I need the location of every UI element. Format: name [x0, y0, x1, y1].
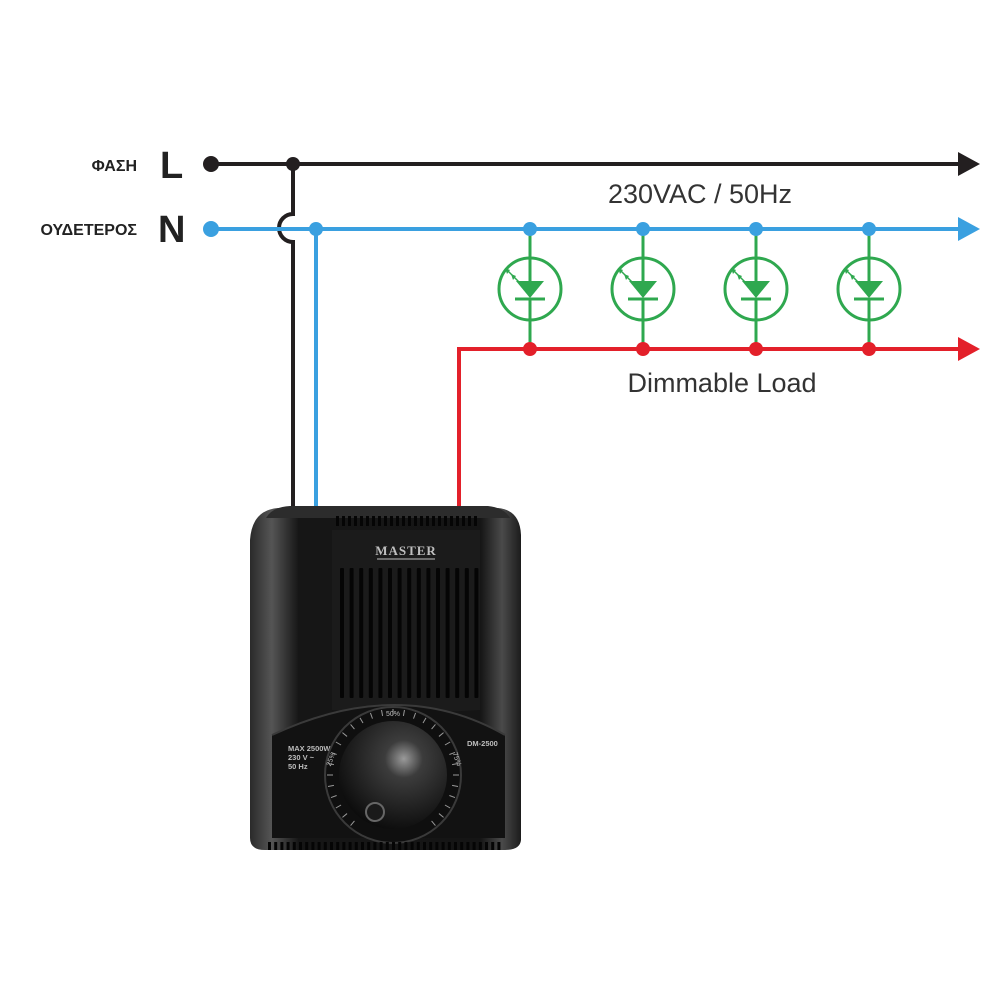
device-spec-power: MAX 2500W [288, 744, 331, 753]
phase-junction-dot [286, 157, 300, 171]
led-load-3 [723, 222, 789, 356]
led-load-junction-dot [862, 342, 876, 356]
phase-arrow-icon [958, 152, 980, 176]
led-diode-icon [629, 281, 657, 298]
led-load-2 [610, 222, 676, 356]
phase-letter-label: L [160, 145, 183, 187]
dial-scale [327, 709, 459, 826]
neutral-arrow-icon [958, 217, 980, 241]
dimmer-top [266, 506, 510, 518]
led-load-1 [497, 222, 563, 356]
device-spec-frequency: 50 Hz [288, 762, 308, 771]
device-model: DM-2500 [467, 739, 498, 748]
led-diode-icon [742, 281, 770, 298]
led-load-junction-dot [523, 342, 537, 356]
load-arrow-icon [958, 337, 980, 361]
scale-label-50: 50% [386, 711, 400, 718]
phase-line [211, 162, 962, 506]
neutral-letter-label: N [158, 209, 185, 251]
supply-voltage-label: 230VAC / 50Hz [608, 179, 792, 209]
led-neutral-junction-dot [636, 222, 650, 236]
load-line [457, 347, 962, 506]
neutral-line [211, 227, 962, 506]
neutral-name-label: ΟΥΔΕΤΕΡΟΣ [40, 222, 137, 239]
neutral-junction-dot [309, 222, 323, 236]
scale-label-75: 75% [451, 752, 462, 768]
phase-terminal-dot [203, 156, 219, 172]
device-spec-voltage: 230 V ~ [288, 753, 315, 762]
dimmable-load-label: Dimmable Load [627, 368, 816, 398]
device-brand: MASTER [375, 543, 437, 558]
led-diode-icon [855, 281, 883, 298]
led-diode-icon [516, 281, 544, 298]
neutral-terminal-dot [203, 221, 219, 237]
dimmer-device: MASTER MAX 2500W 230 V ~ 50 Hz DM-2500 5… [250, 506, 521, 850]
led-load-4 [836, 222, 902, 356]
led-neutral-junction-dot [862, 222, 876, 236]
vent-grille [336, 516, 479, 698]
led-neutral-junction-dot [749, 222, 763, 236]
knob-indicator [365, 802, 385, 822]
scale-label-25: 25% [326, 752, 337, 768]
bottom-vents [268, 842, 501, 850]
phase-name-label: ΦΑΣΗ [92, 158, 137, 175]
led-load-junction-dot [749, 342, 763, 356]
led-load-junction-dot [636, 342, 650, 356]
dimmer-knob[interactable] [339, 721, 447, 829]
led-neutral-junction-dot [523, 222, 537, 236]
led-loads [497, 222, 902, 356]
